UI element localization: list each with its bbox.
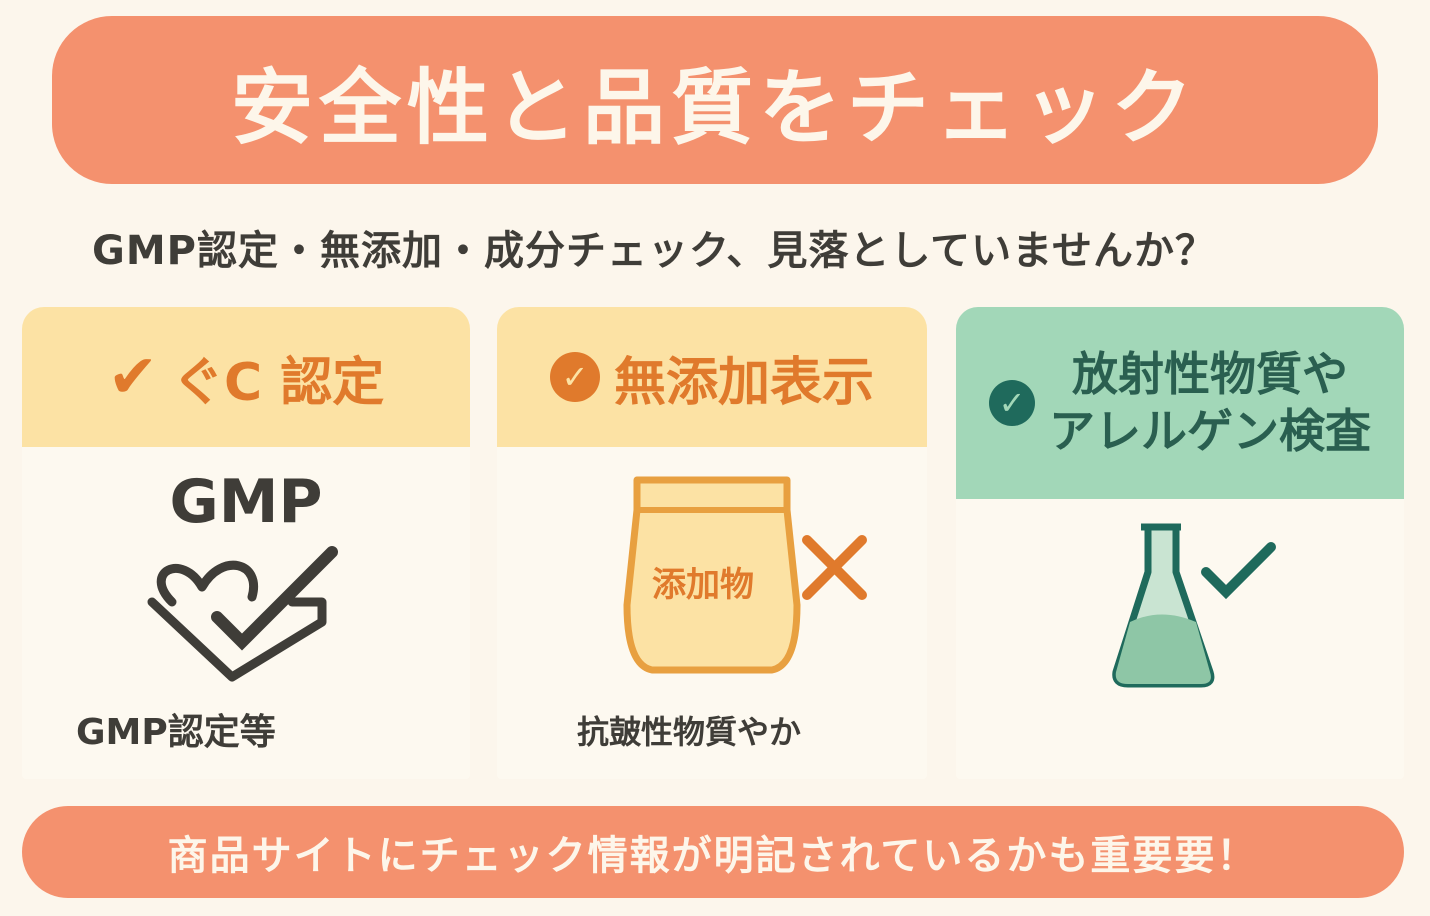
card-gmp: ✔ ぐC 認定 GMP GMP認定等: [22, 307, 470, 779]
footer-banner: 商品サイトにチェック情報が明記されているかも重要要！: [22, 806, 1404, 898]
check-circle-icon: ✓: [549, 352, 600, 402]
card-radiation-allergen: ✓ 放射性物質やアレルゲン検査: [956, 307, 1404, 779]
bag-icon: [623, 476, 867, 674]
card-additive-free: ✓ 無添加表示 添加物 抗皷性物質やか: [497, 307, 927, 779]
card-heading: 無添加表示: [613, 352, 874, 413]
card-heading-line2: アレルゲン検査: [1049, 404, 1371, 458]
card-header: ✔ ぐC 認定: [22, 307, 470, 447]
hand-heart-check-icon: [147, 546, 338, 682]
card-heading: ぐC 認定: [172, 352, 385, 413]
card-heading-line1: 放射性物質や: [1072, 346, 1348, 401]
card-caption: 抗皷性物質やか: [577, 713, 802, 751]
subtitle: GMP認定・無添加・成分チェック、見落としていませんか？: [92, 228, 1216, 274]
check-circle-icon: ✓: [989, 380, 1035, 426]
card-header: ✓ 放射性物質やアレルゲン検査: [956, 307, 1404, 499]
footer-text: 商品サイトにチェック情報が明記されているかも重要要！: [167, 833, 1259, 879]
flask-check-icon: [1112, 523, 1276, 688]
card-caption: GMP認定等: [76, 712, 276, 753]
gmp-logo-text: GMP: [169, 467, 323, 537]
title-banner: 安全性と品質をチェック: [52, 16, 1378, 184]
check-icon: ✔: [107, 342, 158, 412]
bag-label: 添加物: [652, 565, 754, 605]
card-header: ✓ 無添加表示: [497, 307, 927, 447]
page-title: 安全性と品質をチェック: [230, 60, 1199, 156]
